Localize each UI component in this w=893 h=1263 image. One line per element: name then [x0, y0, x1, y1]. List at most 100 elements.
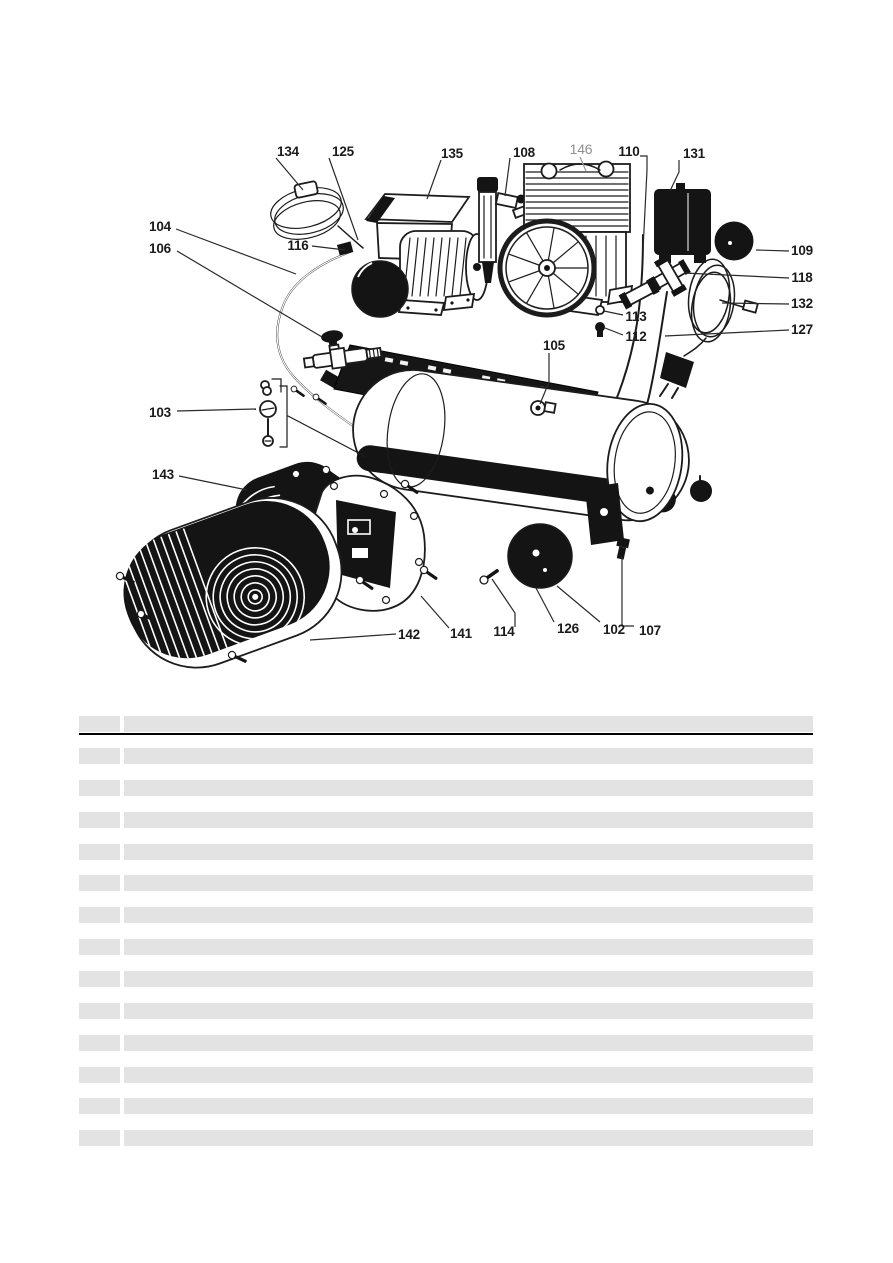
- table-row: [79, 748, 813, 764]
- header-underline: [79, 733, 813, 735]
- leader-line-146: [579, 156, 587, 172]
- leader-line-127: [664, 329, 790, 337]
- part-number-125: 125: [332, 144, 355, 159]
- part-number-104: 104: [149, 219, 172, 234]
- leader-line-143: [178, 475, 248, 491]
- part-number-131: 131: [683, 146, 706, 161]
- cell-description: [124, 780, 813, 796]
- leader-line-134: [275, 157, 304, 191]
- part-number-105: 105: [543, 338, 566, 353]
- wheel-bracket-illustration: [585, 483, 624, 545]
- rubber-foot-illustration: [690, 475, 712, 502]
- outlet-pipe-110: [609, 234, 644, 413]
- table-row: [79, 907, 813, 923]
- leader-line-125: [328, 157, 359, 241]
- cell-part-number: [79, 939, 120, 955]
- table-row: [79, 1035, 813, 1051]
- washer-113: [595, 305, 605, 315]
- table-row: [79, 939, 813, 955]
- wheel-illustration: [507, 523, 573, 589]
- cap-illustration: [714, 221, 754, 261]
- table-row: [79, 780, 813, 796]
- leader-line-132: [721, 302, 790, 305]
- motor-illustration: [351, 193, 489, 318]
- nipple-fitting-illustration: [618, 277, 660, 310]
- cell-description: [124, 875, 813, 891]
- axle-bolt-114: [477, 566, 502, 587]
- leader-line-135: [426, 159, 442, 200]
- leader-line-106: [176, 250, 323, 338]
- table-row: [79, 1098, 813, 1114]
- cell-part-number: [79, 812, 120, 828]
- cell-part-number: [79, 971, 120, 987]
- pressure-switch-illustration: [654, 183, 711, 263]
- part-number-127: 127: [791, 322, 813, 337]
- table-row: [79, 844, 813, 860]
- leader-line-108: [504, 157, 511, 197]
- leader-line-131: [669, 160, 680, 192]
- leader-line-105: [539, 353, 550, 405]
- leader-line-116: [311, 245, 346, 251]
- cell-part-number: [79, 1098, 120, 1114]
- cable-clamp-116: [336, 241, 354, 256]
- part-number-108: 108: [513, 145, 536, 160]
- leader-line-104: [175, 228, 297, 275]
- cell-description: [124, 1067, 813, 1083]
- leader-line-109: [755, 249, 790, 252]
- table-header-row: [79, 716, 813, 732]
- leader-line-107: [621, 556, 634, 627]
- part-number-143: 143: [152, 467, 175, 482]
- plug-illustration: [660, 352, 694, 388]
- cell-part-number: [79, 716, 120, 732]
- part-number-135: 135: [441, 146, 464, 161]
- cell-description: [124, 748, 813, 764]
- cell-description: [124, 1035, 813, 1051]
- table-row: [79, 971, 813, 987]
- part-number-109: 109: [791, 243, 813, 258]
- leader-line-102: [556, 585, 601, 623]
- cell-description: [124, 812, 813, 828]
- cell-description: [124, 716, 813, 732]
- part-number-118: 118: [791, 270, 813, 285]
- cell-part-number: [79, 1003, 120, 1019]
- cell-part-number: [79, 1035, 120, 1051]
- table-row: [79, 1067, 813, 1083]
- cell-description: [124, 844, 813, 860]
- gauge-hardware-103: [259, 385, 288, 448]
- power-cable-illustration: [659, 258, 759, 399]
- flywheel-illustration: [497, 218, 597, 318]
- leader-line-118: [683, 272, 790, 279]
- table-row: [79, 1003, 813, 1019]
- leader-line-114: [491, 578, 516, 627]
- leader-lines-layer: [175, 155, 790, 641]
- part-number-106: 106: [149, 241, 172, 256]
- cell-part-number: [79, 1067, 120, 1083]
- leader-line-141: [420, 595, 450, 629]
- table-row: [79, 875, 813, 891]
- motor-fan-disc: [352, 261, 408, 317]
- compressor-exploded-diagram: 1341251351081461101311091181321271041061…: [114, 141, 814, 669]
- nut-112: [595, 322, 605, 337]
- part-number-116: 116: [287, 238, 309, 253]
- leader-line-103: [176, 408, 257, 412]
- leader-line-113: [603, 310, 624, 316]
- tank-foot-tab: [365, 450, 383, 468]
- leader-line-112: [604, 327, 624, 336]
- cell-description: [124, 1003, 813, 1019]
- part-number-112: 112: [625, 329, 646, 344]
- leader-line-142: [309, 633, 397, 641]
- part-number-132: 132: [791, 296, 813, 311]
- part-number-114: 114: [493, 624, 515, 639]
- cell-description: [124, 1098, 813, 1114]
- table-row: [79, 812, 813, 828]
- pump-illustration: [497, 160, 634, 318]
- part-number-141: 141: [450, 626, 473, 641]
- power-cord-coil-illustration: [270, 180, 364, 249]
- cell-description: [124, 971, 813, 987]
- cell-part-number: [79, 1130, 120, 1146]
- drain-plug-107: [616, 536, 630, 560]
- leader-line-110: [640, 155, 648, 251]
- drain-valve-illustration: [302, 330, 383, 370]
